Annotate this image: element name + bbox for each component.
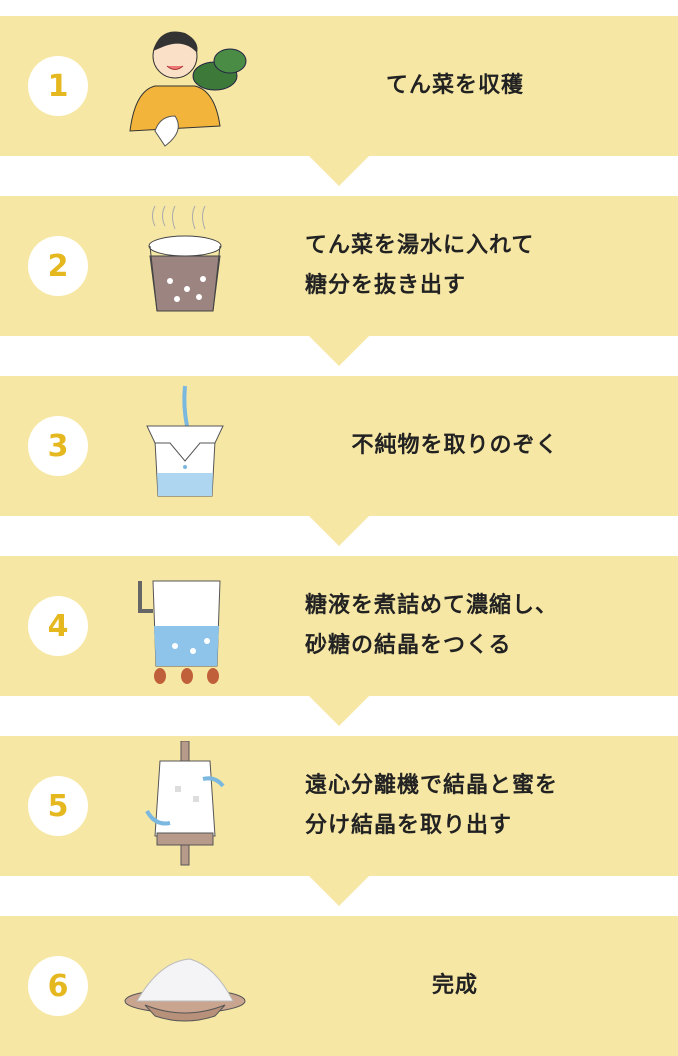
- step-line: てん菜を収穫: [385, 73, 524, 98]
- step-2: 2 てん菜を湯水に入れて 糖分を抜き出す: [0, 196, 678, 366]
- step-number: 5: [28, 776, 88, 836]
- step-number: 6: [28, 956, 88, 1016]
- farmer-with-sugar-beet-icon: [129, 31, 247, 147]
- step-line: てん菜を湯水に入れて: [305, 233, 535, 258]
- step-4: 4 糖液を煮詰めて濃縮し、 砂糖の結晶をつくる: [0, 556, 678, 726]
- step-description: てん菜を湯水に入れて 糖分を抜き出す: [305, 196, 534, 336]
- step-description: 不純物を取りのぞく: [260, 376, 650, 516]
- step-1: 1 てん菜を収穫: [0, 16, 678, 186]
- down-arrow-icon: [309, 696, 369, 726]
- step-line: 不純物を取りのぞく: [351, 433, 559, 458]
- step-6: 6 完成: [0, 916, 678, 1056]
- step-description: 糖液を煮詰めて濃縮し、 砂糖の結晶をつくる: [305, 556, 558, 696]
- down-arrow-icon: [309, 336, 369, 366]
- step-number: 3: [28, 416, 88, 476]
- step-number: 2: [28, 236, 88, 296]
- step-3: 3 不純物を取りのぞく: [0, 376, 678, 546]
- step-description: てん菜を収穫: [260, 16, 650, 156]
- step-line: 完成: [431, 973, 478, 998]
- sugar-plate-icon: [124, 958, 246, 1022]
- step-line: 遠心分離機で結晶と蜜を: [305, 773, 559, 798]
- hot-water-glass-icon: [148, 205, 222, 312]
- filter-cup-icon: [146, 385, 224, 497]
- down-arrow-icon: [309, 156, 369, 186]
- step-description: 遠心分離機で結晶と蜜を 分け結晶を取り出す: [305, 736, 558, 876]
- step-number: 1: [28, 56, 88, 116]
- centrifuge-icon: [145, 741, 225, 866]
- down-arrow-icon: [309, 876, 369, 906]
- step-description: 完成: [260, 916, 650, 1056]
- step-line: 糖分を抜き出す: [305, 273, 467, 298]
- step-5: 5 遠心分離機で結晶と蜜を 分け結晶を取り出す: [0, 736, 678, 906]
- step-line: 砂糖の結晶をつくる: [305, 633, 512, 658]
- step-number: 4: [28, 596, 88, 656]
- step-line: 分け結晶を取り出す: [305, 813, 513, 838]
- step-line: 糖液を煮詰めて濃縮し、: [305, 593, 559, 618]
- down-arrow-icon: [309, 516, 369, 546]
- boiling-pot-icon: [138, 580, 221, 684]
